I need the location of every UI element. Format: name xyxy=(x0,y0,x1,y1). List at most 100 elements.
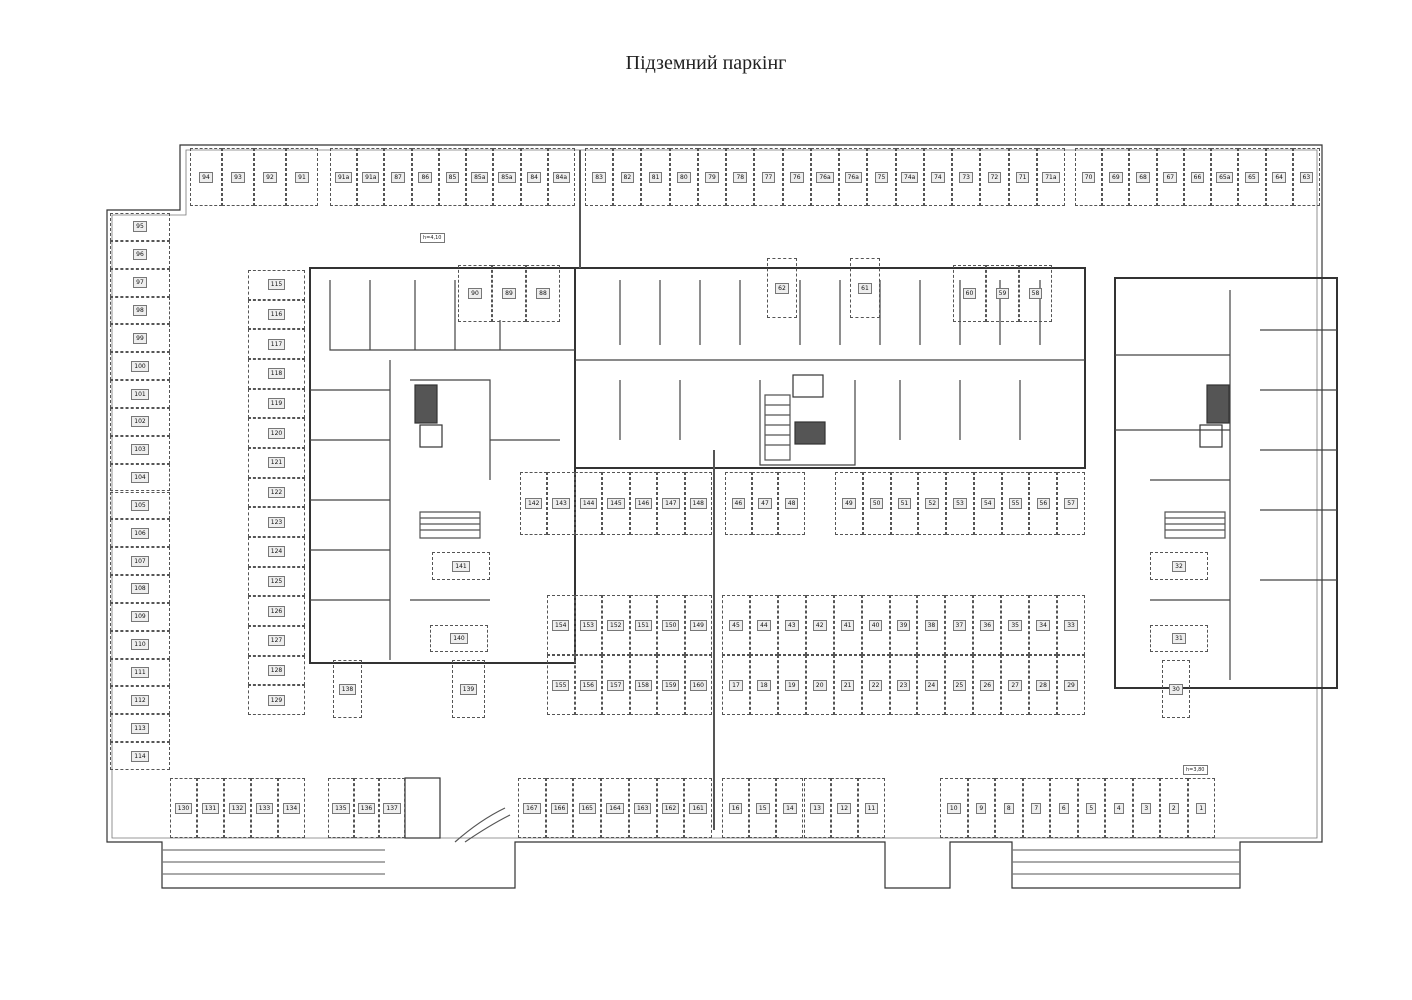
parking-spot[interactable]: 91 xyxy=(286,148,318,206)
parking-spot[interactable]: 2 xyxy=(1160,778,1188,838)
parking-spot[interactable]: 133 xyxy=(251,778,278,838)
parking-spot[interactable]: 101 xyxy=(110,380,170,408)
parking-spot[interactable]: 122 xyxy=(248,477,305,508)
parking-spot[interactable]: 162 xyxy=(656,778,685,838)
parking-spot[interactable]: 145 xyxy=(602,472,630,535)
parking-spot[interactable]: 91a xyxy=(357,148,385,206)
parking-spot[interactable]: 91a xyxy=(330,148,358,206)
parking-spot[interactable]: 27 xyxy=(1001,655,1030,715)
parking-spot[interactable]: 48 xyxy=(778,472,805,535)
parking-spot[interactable]: 100 xyxy=(110,352,170,381)
parking-spot[interactable]: 115 xyxy=(248,270,305,300)
parking-spot[interactable]: 9 xyxy=(967,778,995,838)
parking-spot[interactable]: 160 xyxy=(684,655,712,715)
parking-spot[interactable]: 141 xyxy=(432,552,490,580)
parking-spot[interactable]: 21 xyxy=(833,655,862,715)
parking-spot[interactable]: 26 xyxy=(973,655,1002,715)
parking-spot[interactable]: 120 xyxy=(248,418,305,448)
parking-spot[interactable]: 62 xyxy=(767,258,797,318)
parking-spot[interactable]: 72 xyxy=(980,148,1009,206)
parking-spot[interactable]: 113 xyxy=(110,714,170,743)
parking-spot[interactable]: 94 xyxy=(190,148,222,206)
parking-spot[interactable]: 71a xyxy=(1036,148,1065,206)
parking-spot[interactable]: 105 xyxy=(110,491,170,520)
parking-spot[interactable]: 108 xyxy=(110,575,170,603)
parking-spot[interactable]: 43 xyxy=(777,595,806,655)
parking-spot[interactable]: 97 xyxy=(110,268,170,297)
parking-spot[interactable]: 60 xyxy=(953,265,986,322)
parking-spot[interactable]: 80 xyxy=(669,148,698,206)
parking-spot[interactable]: 74a xyxy=(895,148,924,206)
parking-spot[interactable]: 131 xyxy=(197,778,224,838)
parking-spot[interactable]: 45 xyxy=(722,595,750,655)
parking-spot[interactable]: 109 xyxy=(110,602,170,631)
parking-spot[interactable]: 167 xyxy=(518,778,546,838)
parking-spot[interactable]: 18 xyxy=(749,655,778,715)
parking-spot[interactable]: 135 xyxy=(328,778,354,838)
parking-spot[interactable]: 53 xyxy=(946,472,974,535)
parking-spot[interactable]: 137 xyxy=(379,778,405,838)
parking-spot[interactable]: 69 xyxy=(1102,148,1130,206)
parking-spot[interactable]: 110 xyxy=(110,630,170,659)
parking-spot[interactable]: 20 xyxy=(805,655,834,715)
parking-spot[interactable]: 44 xyxy=(749,595,778,655)
parking-spot[interactable]: 146 xyxy=(629,472,658,535)
parking-spot[interactable]: 123 xyxy=(248,507,305,537)
parking-spot[interactable]: 96 xyxy=(110,240,170,269)
parking-spot[interactable]: 47 xyxy=(751,472,779,535)
parking-spot[interactable]: 52 xyxy=(918,472,947,535)
parking-spot[interactable]: 112 xyxy=(110,686,170,715)
parking-spot[interactable]: 130 xyxy=(170,778,197,838)
parking-spot[interactable]: 41 xyxy=(833,595,862,655)
parking-spot[interactable]: 132 xyxy=(224,778,251,838)
parking-spot[interactable]: 66 xyxy=(1183,148,1212,206)
parking-spot[interactable]: 63 xyxy=(1292,148,1320,206)
parking-spot[interactable]: 126 xyxy=(248,596,305,626)
parking-spot[interactable]: 118 xyxy=(248,359,305,389)
parking-spot[interactable]: 5 xyxy=(1077,778,1105,838)
parking-spot[interactable]: 81 xyxy=(641,148,670,206)
parking-spot[interactable]: 95 xyxy=(110,213,170,241)
parking-spot[interactable]: 34 xyxy=(1029,595,1058,655)
parking-spot[interactable]: 73 xyxy=(952,148,981,206)
parking-spot[interactable]: 49 xyxy=(835,472,863,535)
parking-spot[interactable]: 76 xyxy=(782,148,811,206)
parking-spot[interactable]: 86 xyxy=(411,148,439,206)
parking-spot[interactable]: 12 xyxy=(830,778,858,838)
parking-spot[interactable]: 84 xyxy=(520,148,548,206)
parking-spot[interactable]: 30 xyxy=(1162,660,1190,718)
parking-spot[interactable]: 77 xyxy=(754,148,783,206)
parking-spot[interactable]: 31 xyxy=(1150,625,1208,652)
parking-spot[interactable]: 70 xyxy=(1075,148,1103,206)
parking-spot[interactable]: 165 xyxy=(573,778,602,838)
parking-spot[interactable]: 40 xyxy=(861,595,890,655)
parking-spot[interactable]: 33 xyxy=(1057,595,1085,655)
parking-spot[interactable]: 59 xyxy=(986,265,1019,322)
parking-spot[interactable]: 147 xyxy=(657,472,685,535)
parking-spot[interactable]: 22 xyxy=(861,655,890,715)
parking-spot[interactable]: 129 xyxy=(248,685,305,715)
parking-spot[interactable]: 154 xyxy=(547,595,575,655)
parking-spot[interactable]: 24 xyxy=(917,655,946,715)
parking-spot[interactable]: 29 xyxy=(1057,655,1085,715)
parking-spot[interactable]: 149 xyxy=(684,595,712,655)
parking-spot[interactable]: 65a xyxy=(1211,148,1239,206)
parking-spot[interactable]: 103 xyxy=(110,435,170,464)
parking-spot[interactable]: 121 xyxy=(248,448,305,478)
parking-spot[interactable]: 117 xyxy=(248,329,305,359)
parking-spot[interactable]: 75 xyxy=(867,148,896,206)
parking-spot[interactable]: 85 xyxy=(438,148,467,206)
parking-spot[interactable]: 85a xyxy=(493,148,521,206)
parking-spot[interactable]: 90 xyxy=(458,265,492,322)
parking-spot[interactable]: 156 xyxy=(574,655,602,715)
parking-spot[interactable]: 1 xyxy=(1187,778,1215,838)
parking-spot[interactable]: 76a xyxy=(839,148,868,206)
parking-spot[interactable]: 14 xyxy=(776,778,804,838)
parking-spot[interactable]: 138 xyxy=(333,660,362,718)
parking-spot[interactable]: 142 xyxy=(520,472,548,535)
parking-spot[interactable]: 143 xyxy=(547,472,575,535)
parking-spot[interactable]: 78 xyxy=(726,148,755,206)
parking-spot[interactable]: 50 xyxy=(862,472,891,535)
parking-spot[interactable]: 68 xyxy=(1129,148,1157,206)
parking-spot[interactable]: 84a xyxy=(547,148,575,206)
